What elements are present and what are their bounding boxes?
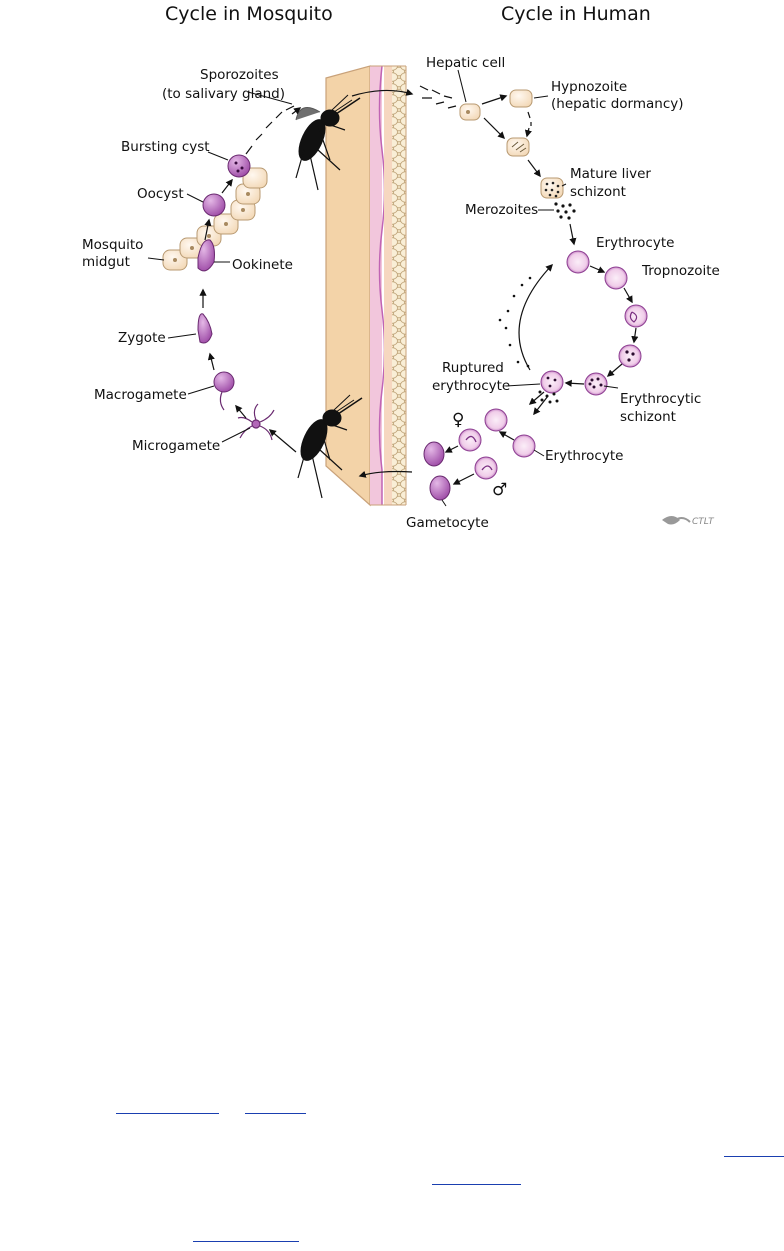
schizont-dots xyxy=(544,181,560,198)
zygote-icon xyxy=(197,313,213,344)
mosquito-top-icon xyxy=(295,94,361,191)
label-bursting-cyst: Bursting cyst xyxy=(121,139,210,155)
label-zygote: Zygote xyxy=(118,330,166,346)
rbc-arrows xyxy=(528,265,639,416)
label-hypnozoite: Hypnozoite xyxy=(551,79,627,95)
skin-cross-section xyxy=(325,65,407,507)
link-underline-5[interactable] xyxy=(193,1241,299,1242)
label-ruptured: Ruptured xyxy=(442,360,504,376)
link-underline-4[interactable] xyxy=(432,1184,521,1185)
label-trophozoite: Tropnozoite xyxy=(641,263,720,279)
label-ookinete: Ookinete xyxy=(232,257,293,273)
label-sporozoites: Sporozoites xyxy=(200,67,279,83)
hypnozoite-icon xyxy=(509,89,533,108)
label-microgamete: Microgamete xyxy=(132,438,220,454)
label-oocyst: Oocyst xyxy=(137,186,184,202)
label-hepatic-cell: Hepatic cell xyxy=(426,55,505,71)
label-merozoites: Merozoites xyxy=(465,202,538,218)
microgamete-icon xyxy=(237,403,275,441)
link-underline-3[interactable] xyxy=(724,1156,784,1157)
bursting-cyst-icon xyxy=(227,154,251,178)
merozoites-dots xyxy=(554,202,576,220)
label-sporozoites-sub: (to salivary gland) xyxy=(162,86,285,102)
label-erythrocytic: Erythrocytic xyxy=(620,391,701,407)
label-erythrocytic-sub: schizont xyxy=(620,409,676,425)
ookinete-icon xyxy=(197,239,215,272)
label-mosquito: Mosquito xyxy=(82,237,143,253)
gametocyte-cells xyxy=(423,408,536,501)
reinfection-arrow xyxy=(518,263,553,371)
gametocyte-arrows xyxy=(444,431,515,485)
mosquito-leaders xyxy=(147,91,293,443)
mosquito-bottom-icon xyxy=(297,394,363,499)
header-human: Cycle in Human xyxy=(501,3,651,25)
label-mature-liver-sub: schizont xyxy=(570,184,626,200)
header-mosquito: Cycle in Mosquito xyxy=(165,3,333,25)
label-midgut: midgut xyxy=(82,254,130,270)
released-merozoites xyxy=(538,390,559,404)
link-underline-1[interactable] xyxy=(116,1113,219,1114)
label-erythrocyte-bottom: Erythrocyte xyxy=(545,448,623,464)
label-gametocyte: Gametocyte xyxy=(406,515,489,531)
label-mature-liver: Mature liver xyxy=(570,166,651,182)
mosquito-cycle-arrows xyxy=(199,105,302,453)
label-erythrocyte-top: Erythrocyte xyxy=(596,235,674,251)
label-macrogamete: Macrogamete xyxy=(94,387,187,403)
erythrocyte-cells xyxy=(540,250,648,396)
liver-arrows xyxy=(481,94,577,246)
svg-text:CTLT: CTLT xyxy=(692,517,715,527)
oocyst-icon xyxy=(202,193,226,217)
mature-liver-schizont-icon xyxy=(540,177,564,199)
link-underline-2[interactable] xyxy=(245,1113,306,1114)
liver-stage-icon xyxy=(506,137,530,157)
mosquito-midgut-cells xyxy=(162,167,268,271)
macrogamete-icon xyxy=(213,371,235,393)
ctlt-logo: CTLT xyxy=(662,516,715,527)
human-entry-arrows xyxy=(351,85,457,478)
female-symbol: ♀ xyxy=(452,410,464,430)
life-cycle-diagram: Cycle in Mosquito Cycle in Human xyxy=(0,0,784,560)
male-symbol: ♂ xyxy=(492,480,507,500)
label-hypnozoite-sub: (hepatic dormancy) xyxy=(551,96,684,112)
label-ruptured-sub: erythrocyte xyxy=(432,378,510,394)
